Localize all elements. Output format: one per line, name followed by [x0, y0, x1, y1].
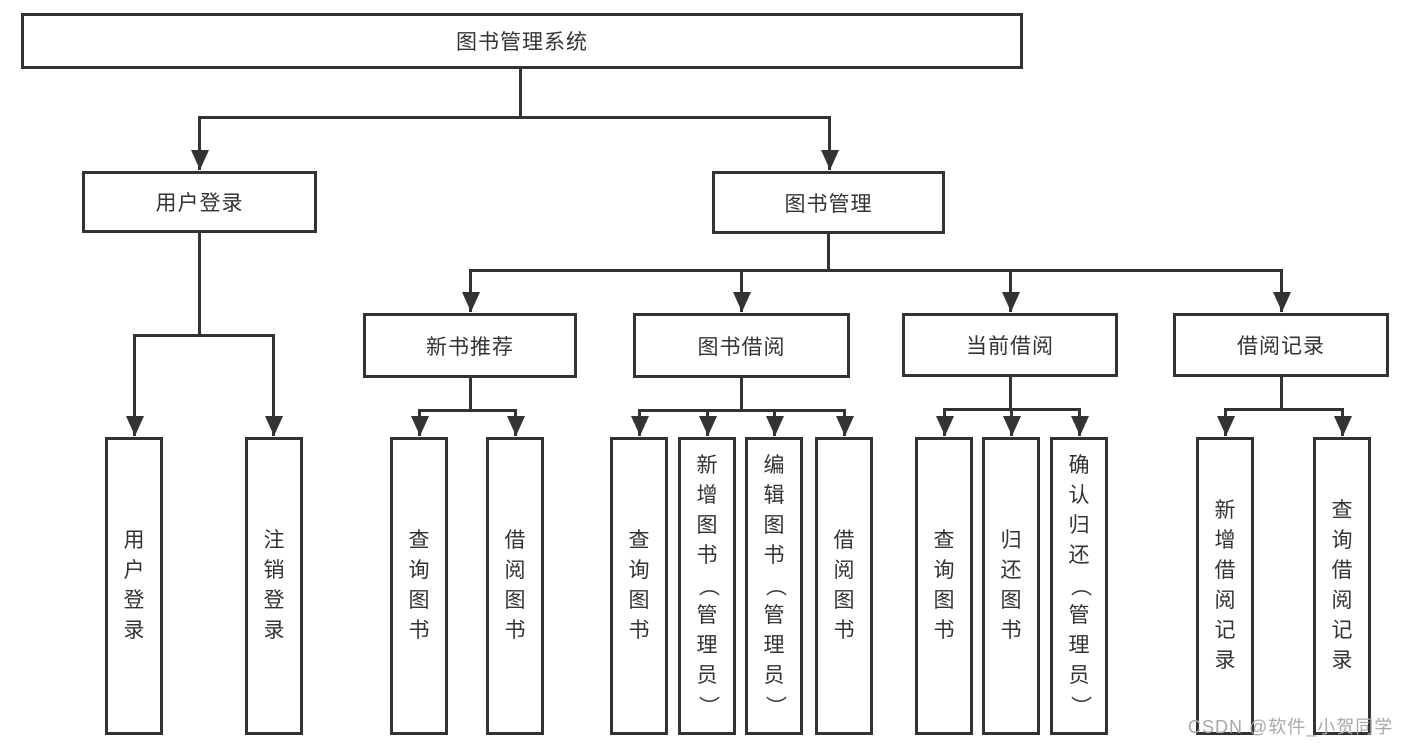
node-label: 用户登录: [155, 192, 244, 215]
leaf-label: 查询借阅记录: [1331, 499, 1353, 672]
connector-current-stem: [1009, 377, 1012, 411]
connector-root-stem: [519, 69, 522, 117]
connector-arrow-edit-book: [765, 409, 784, 436]
connector-login-branch: [133, 334, 275, 337]
node-label: 当前借阅: [966, 335, 1054, 358]
leaf-label: 新增借阅记录: [1214, 499, 1236, 672]
leaf-label: 借阅图书: [833, 529, 855, 642]
leaf-label: 归还图书: [1000, 529, 1022, 642]
node-book-management: 图书管理: [712, 171, 945, 234]
leaf-borrow-books-recommend: 借阅图书: [486, 437, 544, 735]
connector-arrow-book-borrowing: [732, 269, 751, 312]
connector-arrow-return-books: [1002, 408, 1021, 436]
connector-arrow-confirm-return: [1070, 408, 1089, 436]
connector-mgmt-stem: [827, 234, 830, 272]
connector-arrow-current-borrowing: [1001, 269, 1020, 312]
leaf-label: 确认归还（管理员）: [1068, 454, 1091, 717]
connector-login-stem: [198, 233, 201, 337]
leaf-query-books-recommend: 查询图书: [390, 437, 448, 735]
node-current-borrowing: 当前借阅: [902, 313, 1118, 377]
node-label: 图书管理系统: [456, 31, 588, 54]
leaf-label: 查询图书: [628, 529, 650, 642]
connector-arrow-new-book-recommendation: [461, 269, 480, 312]
leaf-borrow-books-borrowing: 借阅图书: [815, 437, 873, 735]
csdn-watermark: CSDN @软件_小贺同学: [1188, 717, 1394, 737]
connector-mgmt-branch: [469, 269, 1283, 272]
connector-arrow-borrow-books-borrowing: [835, 409, 854, 436]
node-label: 新书推荐: [426, 335, 514, 359]
leaf-add-book-admin: 新增图书（管理员）: [678, 437, 736, 735]
connector-borrow-branch: [638, 409, 846, 412]
node-borrowing-records: 借阅记录: [1173, 313, 1389, 377]
node-label: 图书管理: [784, 192, 873, 216]
connector-newrec-branch: [418, 409, 517, 412]
connector-arrow-query-books-recommend: [410, 409, 429, 436]
connector-newrec-stem: [469, 378, 472, 412]
node-new-book-recommendation: 新书推荐: [363, 313, 577, 378]
leaf-user-login: 用户登录: [105, 437, 163, 735]
leaf-label: 借阅图书: [504, 529, 526, 642]
leaf-edit-book-admin: 编辑图书（管理员）: [745, 437, 803, 735]
connector-records-branch: [1224, 408, 1344, 411]
leaf-return-books: 归还图书: [982, 437, 1040, 735]
connector-arrow-book-management: [820, 116, 839, 170]
leaf-query-borrow-record: 查询借阅记录: [1313, 437, 1371, 735]
connector-arrow-leaf-logout: [264, 334, 283, 436]
node-label: 图书借阅: [697, 335, 786, 359]
connector-arrow-borrow-books-recommend: [506, 409, 525, 436]
node-book-borrowing: 图书借阅: [633, 313, 850, 378]
leaf-query-books-borrowing: 查询图书: [610, 437, 668, 735]
connector-arrow-user-login: [190, 116, 209, 170]
leaf-label: 查询图书: [933, 529, 955, 642]
node-user-login: 用户登录: [82, 171, 317, 233]
connector-arrow-leaf-user-login: [125, 334, 144, 436]
connector-root-branch: [198, 116, 831, 119]
connector-arrow-query-borrow-record: [1333, 408, 1352, 436]
connector-borrow-stem: [740, 378, 743, 412]
leaf-label: 新增图书（管理员）: [696, 454, 719, 717]
leaf-label: 编辑图书（管理员）: [763, 454, 786, 717]
leaf-label: 用户登录: [123, 529, 145, 642]
connector-arrow-query-books-current: [935, 408, 954, 436]
leaf-add-borrow-record: 新增借阅记录: [1196, 437, 1254, 735]
leaf-confirm-return-admin: 确认归还（管理员）: [1050, 437, 1108, 735]
connector-arrow-borrowing-records: [1272, 269, 1291, 312]
leaf-label: 查询图书: [408, 529, 430, 642]
node-label: 借阅记录: [1237, 335, 1325, 358]
connector-arrow-add-borrow-record: [1216, 408, 1235, 436]
connector-records-stem: [1280, 377, 1283, 411]
connector-arrow-query-books-borrowing: [630, 409, 649, 436]
leaf-query-books-current: 查询图书: [915, 437, 973, 735]
connector-arrow-add-book: [698, 409, 717, 436]
leaf-label: 注销登录: [263, 529, 285, 642]
node-library-management-system: 图书管理系统: [21, 13, 1023, 69]
leaf-logout: 注销登录: [245, 437, 303, 735]
